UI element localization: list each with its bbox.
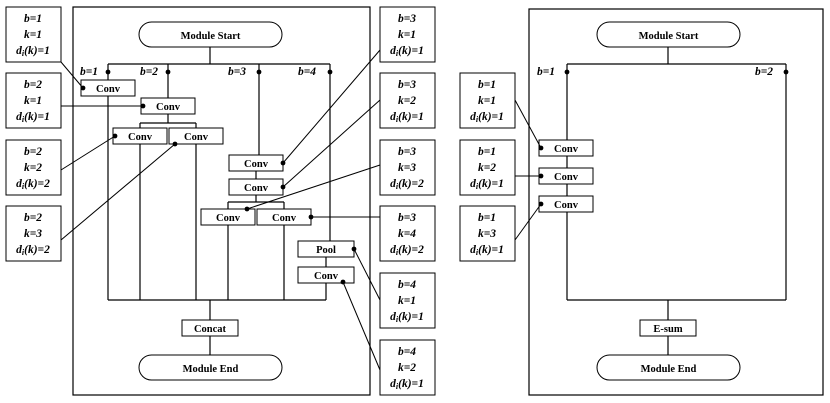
- svg-text:k=1: k=1: [398, 29, 416, 41]
- annotation-b3-k3: b=3 k=3 di(k)=2: [379, 139, 436, 196]
- annotation-b2-k2: b=2 k=2 di(k)=2: [5, 139, 62, 196]
- annotation-b3-k2: b=3 k=2 di(k)=1: [379, 72, 436, 129]
- annotation-right-b1-k2: b=1 k=2 di(k)=1: [459, 139, 516, 196]
- annotation-b3-k4: b=3 k=4 di(k)=2: [379, 205, 436, 262]
- svg-text:di(k)=1: di(k)=1: [470, 244, 504, 257]
- right-module-start-label: Module Start: [639, 31, 699, 42]
- svg-text:k=2: k=2: [398, 362, 416, 374]
- right-branch-label-2: b=2: [755, 66, 773, 78]
- svg-text:Conv: Conv: [244, 183, 269, 194]
- svg-text:k=1: k=1: [24, 29, 42, 41]
- left-branch-label-3: b=3: [228, 66, 246, 78]
- annotation-b4-k1: b=4 k=1 di(k)=1: [379, 272, 436, 329]
- annotation-b1-k1: b=1 k=1 di(k)=1: [5, 6, 62, 63]
- annotation-b3-k1: b=3 k=1 di(k)=1: [379, 6, 436, 63]
- svg-text:k=2: k=2: [478, 162, 496, 174]
- svg-text:b=2: b=2: [24, 212, 42, 224]
- annotation-right-b1-k3: b=1 k=3 di(k)=1: [459, 205, 516, 262]
- left-branch-label-1: b=1: [80, 66, 98, 78]
- svg-text:Conv: Conv: [272, 213, 297, 224]
- svg-text:Conv: Conv: [554, 172, 579, 183]
- right-branch-label-1: b=1: [537, 66, 555, 78]
- svg-text:Conv: Conv: [128, 132, 153, 143]
- right-module-frame: [528, 8, 824, 396]
- svg-text:Conv: Conv: [96, 84, 121, 95]
- svg-text:k=2: k=2: [24, 162, 42, 174]
- svg-text:b=1: b=1: [24, 13, 42, 25]
- annotation-b4-k2: b=4 k=2 di(k)=1: [379, 339, 436, 396]
- svg-text:Conv: Conv: [184, 132, 209, 143]
- svg-text:k=3: k=3: [478, 228, 496, 240]
- svg-text:di(k)=1: di(k)=1: [470, 178, 504, 191]
- right-leader-lines: [514, 99, 544, 241]
- left-module-end-label: Module End: [183, 364, 239, 375]
- svg-text:di(k)=2: di(k)=2: [16, 244, 50, 257]
- svg-text:b=1: b=1: [478, 146, 496, 158]
- svg-text:Conv: Conv: [554, 200, 579, 211]
- svg-text:k=3: k=3: [24, 228, 42, 240]
- svg-text:Conv: Conv: [244, 159, 269, 170]
- annotation-b2-k1: b=2 k=1 di(k)=1: [5, 72, 62, 129]
- svg-text:di(k)=1: di(k)=1: [390, 45, 424, 58]
- svg-text:b=1: b=1: [478, 79, 496, 91]
- svg-text:b=1: b=1: [478, 212, 496, 224]
- left-module-frame: [72, 6, 371, 396]
- svg-text:b=4: b=4: [398, 346, 416, 358]
- svg-text:di(k)=1: di(k)=1: [16, 111, 50, 124]
- annotation-b2-k3: b=2 k=3 di(k)=2: [5, 205, 62, 262]
- svg-text:b=3: b=3: [398, 13, 416, 25]
- svg-text:Pool: Pool: [316, 245, 336, 256]
- svg-text:Conv: Conv: [216, 213, 241, 224]
- annotation-right-b1-k1: b=1 k=1 di(k)=1: [459, 72, 516, 129]
- svg-text:k=2: k=2: [398, 95, 416, 107]
- svg-text:Conv: Conv: [156, 102, 181, 113]
- svg-text:b=3: b=3: [398, 79, 416, 91]
- svg-text:di(k)=1: di(k)=1: [470, 111, 504, 124]
- svg-text:k=1: k=1: [24, 95, 42, 107]
- svg-text:Conv: Conv: [554, 144, 579, 155]
- svg-text:Conv: Conv: [314, 271, 339, 282]
- left-leader-lines: [60, 49, 381, 371]
- svg-text:k=1: k=1: [398, 295, 416, 307]
- svg-text:b=2: b=2: [24, 146, 42, 158]
- svg-text:k=1: k=1: [478, 95, 496, 107]
- svg-text:di(k)=2: di(k)=2: [390, 244, 424, 257]
- svg-text:di(k)=2: di(k)=2: [16, 178, 50, 191]
- svg-text:di(k)=1: di(k)=1: [390, 111, 424, 124]
- svg-text:E-sum: E-sum: [653, 324, 682, 335]
- svg-text:k=4: k=4: [398, 228, 416, 240]
- left-branch-label-4: b=4: [298, 66, 316, 78]
- left-module-start-label: Module Start: [181, 31, 241, 42]
- svg-text:b=2: b=2: [24, 79, 42, 91]
- svg-text:b=4: b=4: [398, 279, 416, 291]
- svg-text:b=3: b=3: [398, 212, 416, 224]
- svg-text:di(k)=1: di(k)=1: [390, 311, 424, 324]
- svg-text:b=3: b=3: [398, 146, 416, 158]
- svg-text:di(k)=2: di(k)=2: [390, 178, 424, 191]
- left-branch-label-2: b=2: [140, 66, 158, 78]
- right-module-end-label: Module End: [641, 364, 697, 375]
- svg-text:k=3: k=3: [398, 162, 416, 174]
- svg-text:di(k)=1: di(k)=1: [16, 45, 50, 58]
- svg-text:di(k)=1: di(k)=1: [390, 378, 424, 391]
- svg-text:Concat: Concat: [194, 324, 227, 335]
